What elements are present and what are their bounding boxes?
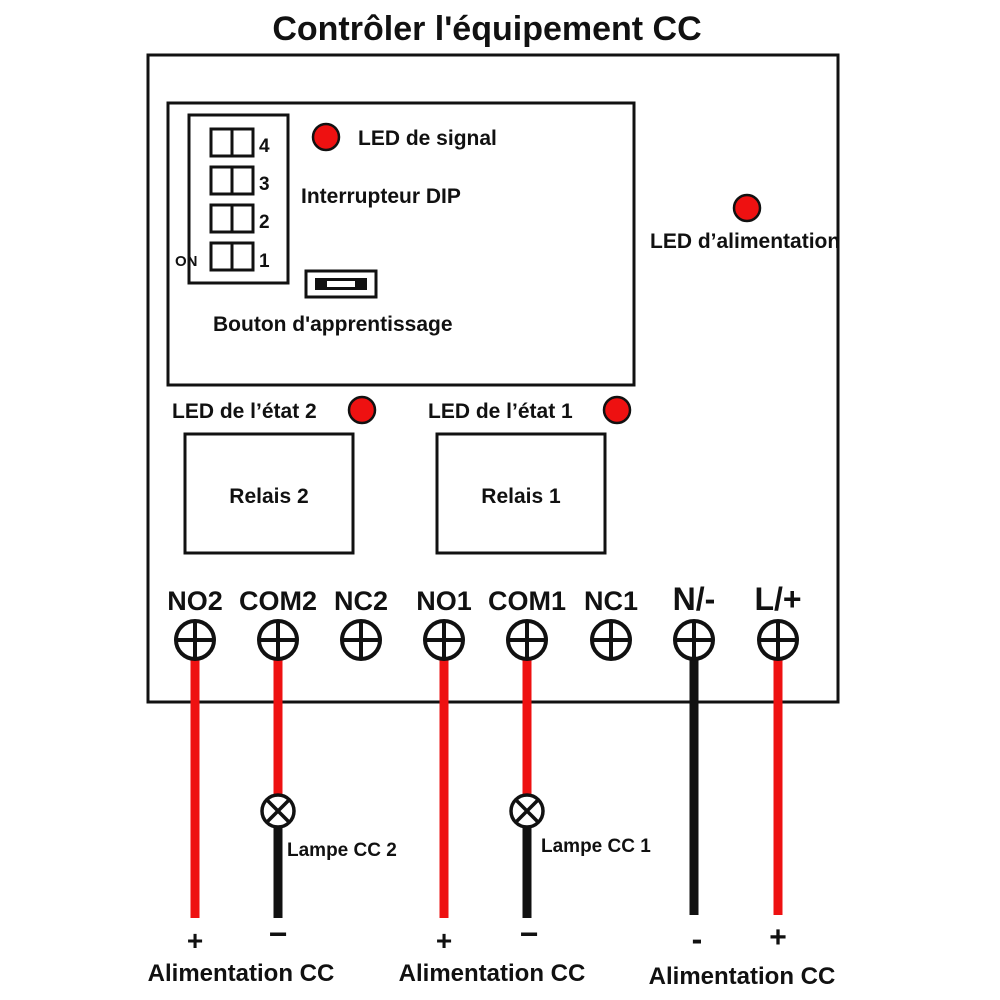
polarity-mark: − [269, 916, 288, 952]
polarity-mark: - [692, 921, 703, 957]
terminal-label-com2: COM2 [239, 586, 317, 616]
polarity-mark: − [520, 916, 539, 952]
power-led [732, 193, 762, 223]
relay-1 [435, 432, 607, 555]
dip-position-label: 3 [259, 174, 270, 195]
terminal-nc2[interactable] [340, 619, 382, 661]
dip-switch-3 [209, 165, 255, 196]
signal-led-label: LED de signal [358, 127, 497, 150]
terminal-no1[interactable] [423, 619, 465, 661]
lamp-1-label: Lampe CC 1 [541, 836, 651, 857]
terminal-label-n: N/- [673, 581, 716, 617]
receiver-board [166, 101, 636, 387]
dip-switch-4 [209, 127, 255, 158]
status-led-1-label: LED de l’état 1 [428, 400, 573, 423]
dip-switch-2 [209, 203, 255, 234]
dip-switch: 4 3 2 1 ON [175, 113, 290, 285]
dip-switch-frame [187, 113, 290, 285]
supply-label: Alimentation CC [649, 963, 836, 990]
dip-on-label: ON [175, 253, 198, 270]
diagram-title: Contrôler l'équipement CC [272, 10, 701, 48]
relay-1-label: Relais 1 [481, 485, 561, 508]
terminal-label-no1: NO1 [416, 586, 472, 616]
terminal-label-nc1: NC1 [584, 586, 638, 616]
lamp-1 [509, 793, 545, 829]
terminal-nc1[interactable] [590, 619, 632, 661]
wires [190, 640, 783, 918]
terminal-l[interactable] [757, 619, 799, 661]
terminal-no2[interactable] [174, 619, 216, 661]
supply-label: Alimentation CC [148, 960, 335, 987]
terminal-com2[interactable] [257, 619, 299, 661]
polarity-mark: + [187, 925, 203, 956]
status-led-2-label: LED de l’état 2 [172, 400, 317, 423]
dip-switch-1 [209, 241, 255, 272]
relay-2 [183, 432, 355, 555]
lamp-2 [260, 793, 296, 829]
terminal-n[interactable] [673, 619, 715, 661]
dip-position-label: 1 [259, 251, 270, 272]
signal-led [311, 122, 341, 152]
supply-label: Alimentation CC [399, 960, 586, 987]
terminal-label-com1: COM1 [488, 586, 566, 616]
terminal-label-no2: NO2 [167, 586, 223, 616]
controller-enclosure [146, 53, 840, 704]
terminal-label-nc2: NC2 [334, 586, 388, 616]
status-led-2 [347, 395, 377, 425]
terminal-label-l: L/+ [754, 581, 801, 617]
dip-position-label: 2 [259, 212, 270, 233]
power-led-label: LED d’alimentation [650, 230, 840, 253]
terminal-com1[interactable] [506, 619, 548, 661]
polarity-mark: + [436, 925, 452, 956]
dip-switch-label: Interrupteur DIP [301, 185, 461, 208]
relay-2-label: Relais 2 [229, 485, 308, 508]
learn-button-label: Bouton d'apprentissage [213, 313, 453, 336]
lamp-2-label: Lampe CC 2 [287, 840, 397, 861]
dip-position-label: 4 [259, 136, 270, 157]
polarity-mark: + [769, 921, 787, 954]
status-led-1 [602, 395, 632, 425]
learn-button[interactable] [304, 269, 378, 299]
